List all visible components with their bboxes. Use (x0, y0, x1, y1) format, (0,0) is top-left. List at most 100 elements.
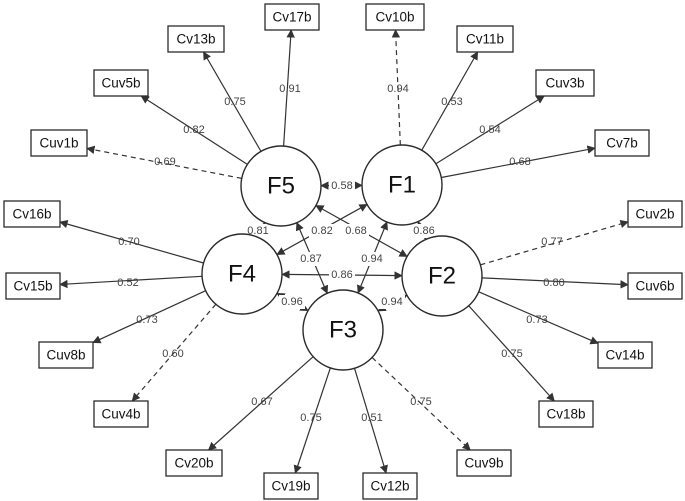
indicator-box (264, 3, 320, 31)
loading-label-cv7b: 0.68 (509, 156, 530, 168)
loading-label-cv20b: 0.67 (251, 396, 272, 408)
loading-label-cuv1b: 0.69 (154, 156, 175, 168)
correlation-label-bg (329, 179, 355, 193)
indicator-label: Cuv5b (101, 76, 140, 91)
factor-circle (302, 289, 384, 371)
indicator-box (365, 3, 425, 31)
indicator-cv11b: Cv11b (456, 25, 514, 53)
correlation-label-f5-f1: 0.58 (331, 180, 352, 192)
indicator-box (93, 69, 149, 97)
correlation-label-bg (298, 252, 324, 266)
loading-label-cv16b: 0.70 (118, 236, 139, 248)
indicator-box (597, 341, 653, 369)
correlation-label-bg (343, 224, 369, 238)
indicator-box (627, 200, 683, 228)
loading-path-cuv4b (131, 303, 217, 402)
correlation-label-f4-f2: 0.86 (331, 269, 352, 281)
loading-label-cv15b: 0.52 (117, 277, 138, 289)
indicator-box (165, 449, 223, 477)
loading-path-cv16b (59, 220, 204, 264)
factor-f4: F4 (201, 233, 283, 315)
indicator-box (263, 472, 319, 500)
correlation-label-f4-f3: 0.96 (281, 296, 302, 308)
indicator-label: Cv7b (606, 136, 638, 151)
indicator-cuv2b: Cuv2b (627, 200, 683, 228)
indicator-box (594, 129, 650, 157)
nodes-layer: Cv10bCv11bCuv3bCv7bCuv2bCuv6bCv14bCv18bC… (3, 3, 683, 500)
loading-path-cv15b (59, 275, 203, 289)
factor-f3: F3 (302, 289, 384, 371)
loading-path-cv10b (391, 29, 401, 146)
indicator-label: Cuv4b (101, 407, 140, 422)
loading-label-cuv5b: 0.82 (183, 124, 204, 136)
indicator-box (93, 400, 149, 428)
loading-path-cv14b (478, 291, 599, 345)
loading-label-cuv4b: 0.60 (162, 348, 183, 360)
loading-path-cv20b (207, 356, 314, 451)
indicator-label: Cv20b (174, 456, 213, 471)
indicator-box (30, 129, 88, 157)
indicator-label: Cv15b (13, 279, 52, 294)
indicator-box (627, 272, 683, 300)
correlation-label-f2-f3: 0.94 (381, 296, 402, 308)
indicator-box (5, 272, 61, 300)
indicator-box (456, 449, 512, 477)
loading-label-cv18b: 0.75 (501, 348, 522, 360)
loading-path-cuv5b (140, 95, 248, 165)
factor-label: F1 (388, 171, 416, 198)
factor-label: F5 (267, 172, 295, 199)
indicator-label: Cv17b (272, 10, 311, 25)
indicator-label: Cuv3b (545, 76, 584, 91)
indicator-label: Cv10b (375, 10, 414, 25)
loading-label-cv10b: 0.94 (387, 83, 408, 95)
factor-label: F4 (228, 260, 256, 287)
indicator-cv20b: Cv20b (165, 449, 223, 477)
loading-path-cv18b (468, 305, 555, 402)
factor-circle (201, 233, 283, 315)
loading-path-cuv6b (481, 277, 629, 289)
loading-path-cv19b (293, 367, 331, 474)
correlation-label-f5-f3: 0.87 (300, 253, 321, 265)
loading-label-cuv6b: 0.80 (543, 277, 564, 289)
factor-f5: F5 (240, 145, 322, 227)
loading-label-cv11b: 0.53 (441, 96, 462, 108)
loading-path-cuv8b (92, 290, 206, 344)
indicator-box (38, 341, 94, 369)
loading-label-cuv9b: 0.75 (410, 396, 431, 408)
indicator-label: Cv11b (466, 32, 504, 47)
factor-circle (240, 145, 322, 227)
loading-label-cv14b: 0.73 (526, 314, 547, 326)
indicator-label: Cv14b (605, 348, 644, 363)
indicator-cv17b: Cv17b (264, 3, 320, 31)
loading-path-cv12b (353, 368, 388, 474)
factor-f2: F2 (401, 235, 483, 317)
factor-circle (361, 144, 443, 226)
indicator-cuv9b: Cuv9b (456, 449, 512, 477)
labels-layer: 0.940.530.540.680.770.800.730.750.750.51… (117, 83, 564, 424)
indicator-label: Cuv2b (635, 207, 674, 222)
indicator-label: Cuv1b (39, 136, 78, 151)
indicator-box (535, 69, 595, 97)
indicator-cv18b: Cv18b (538, 400, 594, 428)
factor-circle (401, 235, 483, 317)
loading-label-cuv2b: 0.77 (541, 236, 562, 248)
loading-path-cuv3b (435, 95, 545, 165)
indicator-cv13b: Cv13b (167, 25, 225, 53)
correlation-label-bg (279, 295, 305, 309)
indicator-cuv8b: Cuv8b (38, 341, 94, 369)
indicator-label: Cv18b (546, 407, 585, 422)
indicator-cv19b: Cv19b (263, 472, 319, 500)
indicator-label: Cuv9b (464, 456, 503, 471)
loading-label-cv19b: 0.75 (300, 412, 321, 424)
loading-path-cv13b (202, 51, 262, 152)
loading-label-cuv3b: 0.54 (479, 124, 500, 136)
correlation-label-bg (329, 268, 355, 282)
indicator-cuv4b: Cuv4b (93, 400, 149, 428)
indicator-box (167, 25, 225, 53)
indicator-label: Cv12b (370, 479, 409, 494)
correlation-label-bg (379, 295, 405, 309)
indicator-label: Cv16b (12, 207, 51, 222)
loading-path-cv7b (441, 145, 596, 179)
indicator-cv15b: Cv15b (5, 272, 61, 300)
